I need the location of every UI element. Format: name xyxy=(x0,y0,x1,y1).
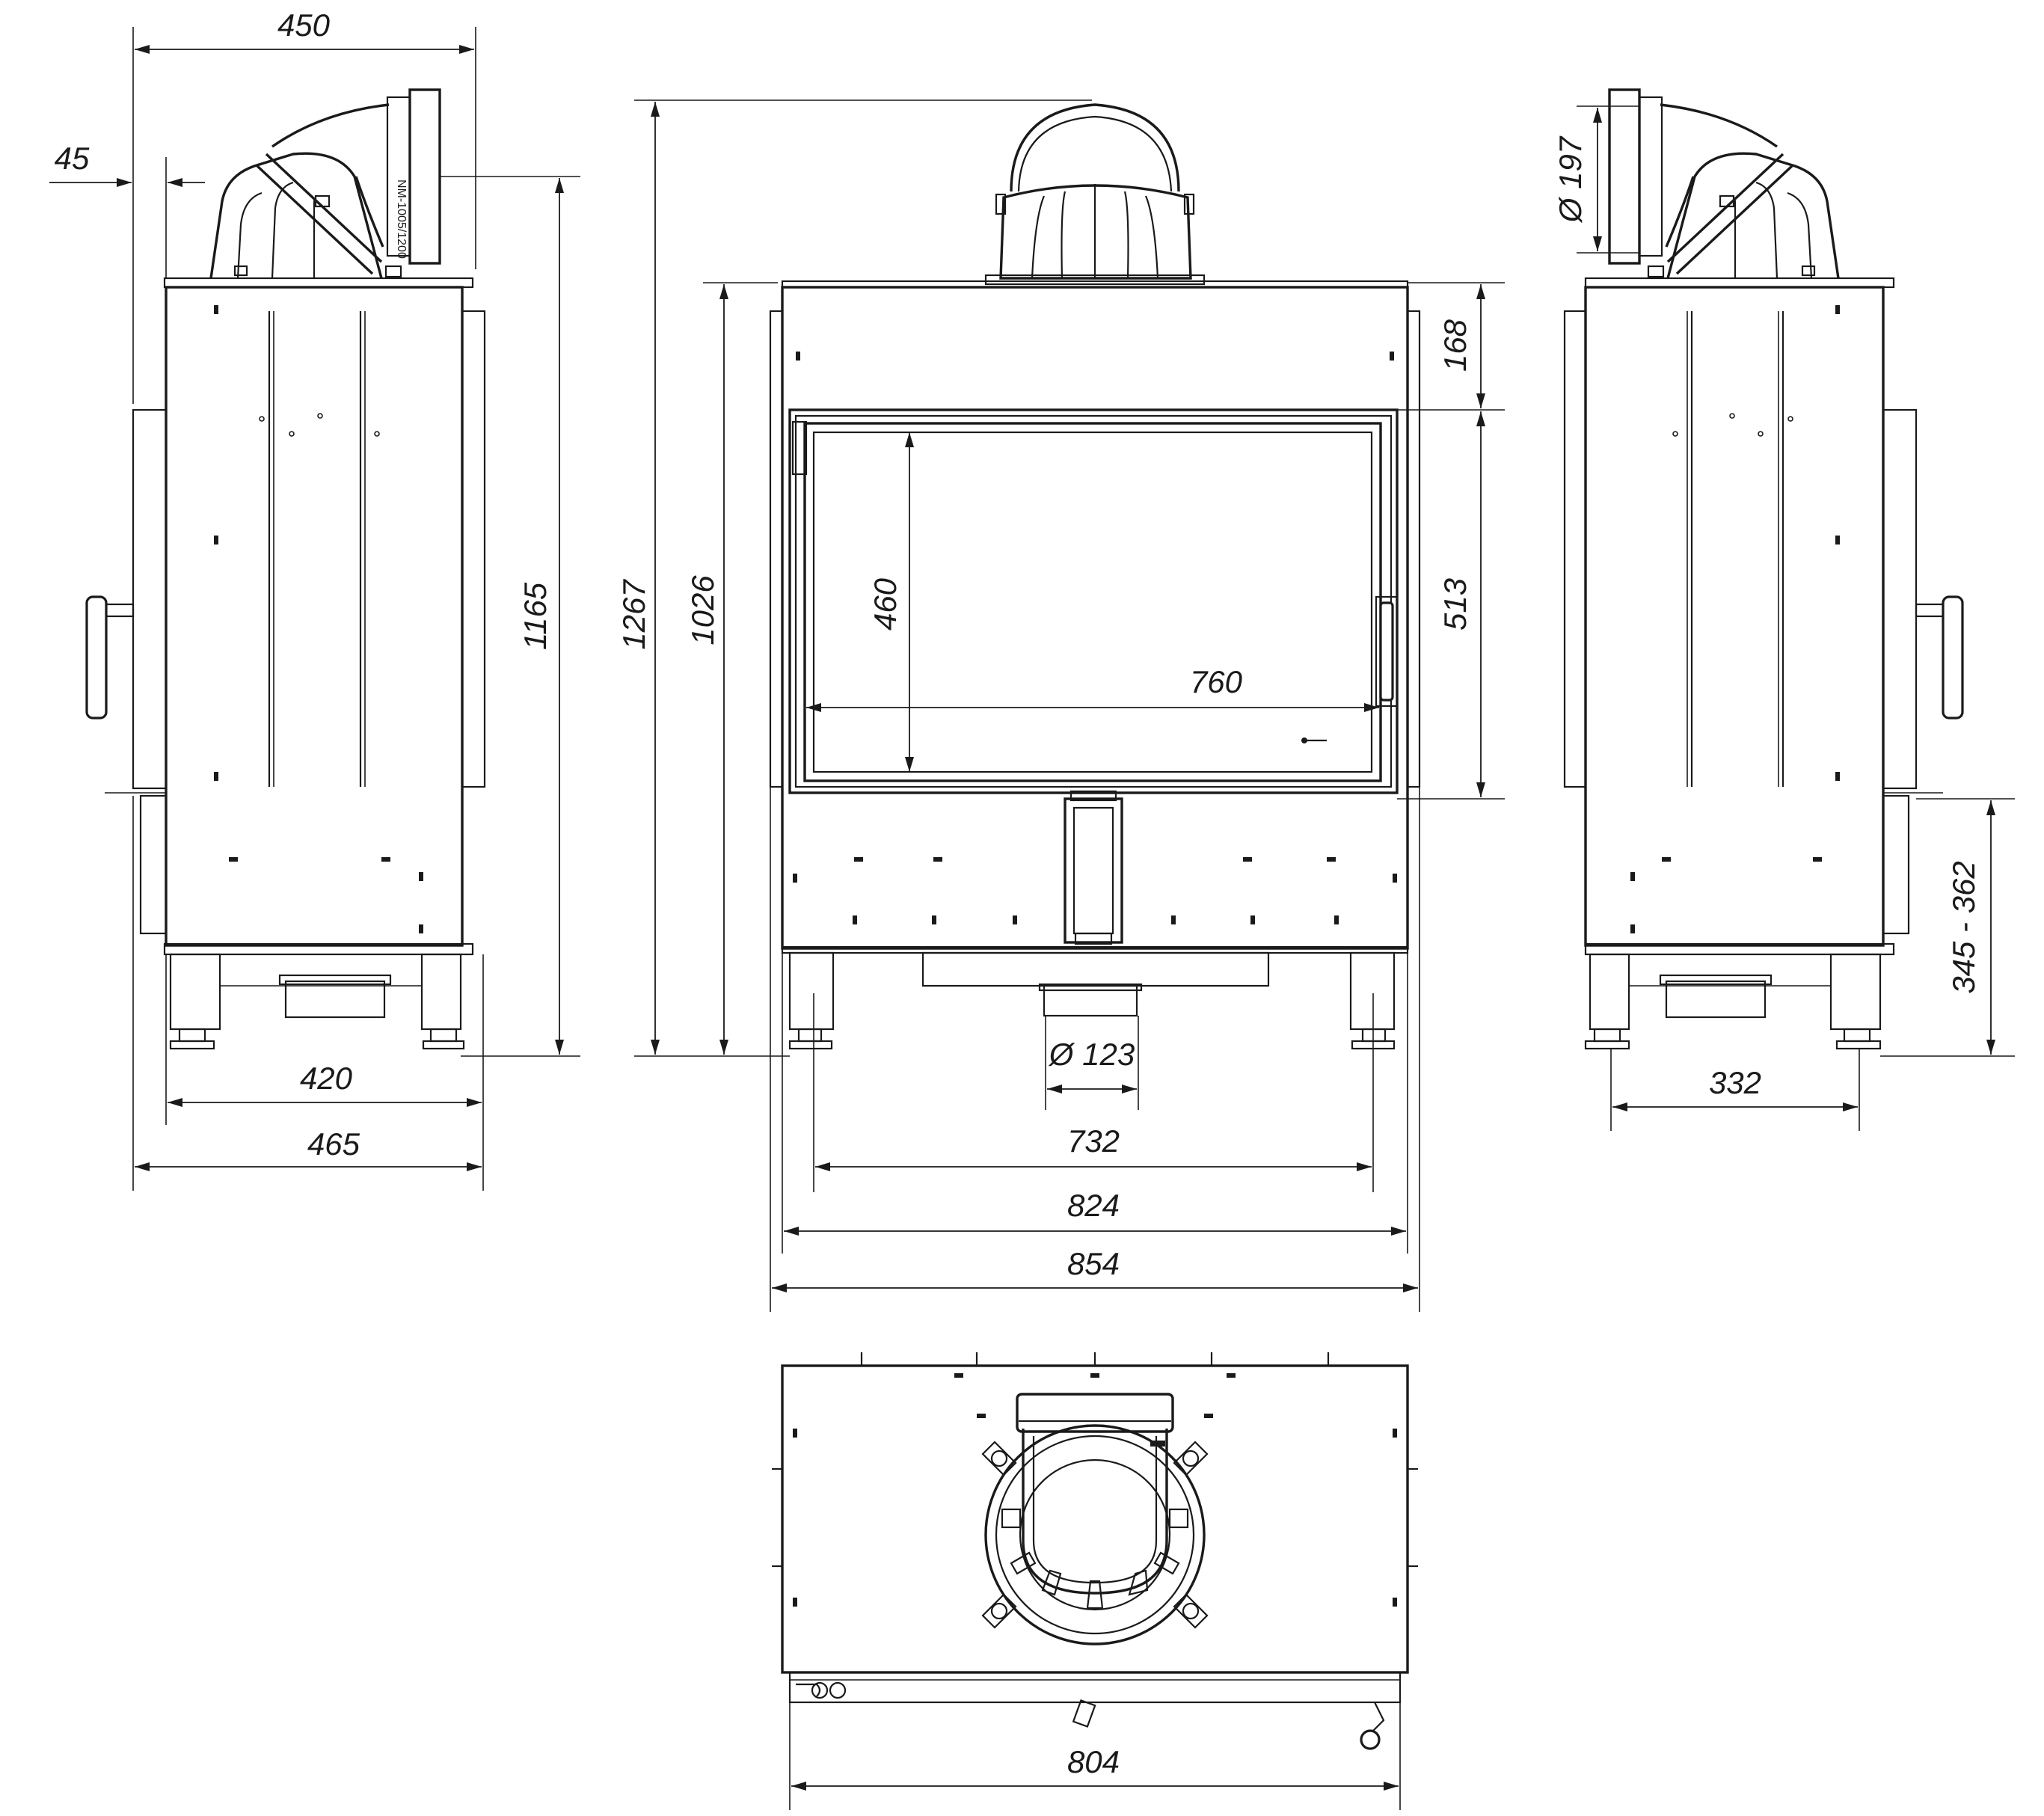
front-view xyxy=(769,103,1421,1050)
dim-824: 824 xyxy=(1067,1188,1120,1223)
dimension-labels: 450 45 1165 420 465 1267 1026 168 513 46… xyxy=(55,7,1981,1779)
dim-45: 45 xyxy=(55,141,90,176)
svg-text:NM-1005/1200: NM-1005/1200 xyxy=(395,180,408,259)
dimension-lines xyxy=(49,27,2015,1810)
dim-420: 420 xyxy=(300,1061,353,1096)
dim-diameter-123: Ø 123 xyxy=(1048,1037,1135,1072)
dim-168: 168 xyxy=(1437,319,1473,372)
dim-1026: 1026 xyxy=(685,575,720,645)
dim-332: 332 xyxy=(1709,1065,1761,1100)
dim-854: 854 xyxy=(1067,1246,1120,1281)
left-side-view: NM-1005/1200 xyxy=(85,88,486,1050)
dim-513: 513 xyxy=(1437,578,1473,631)
right-side-view xyxy=(1563,88,1964,1050)
dim-450: 450 xyxy=(277,7,331,43)
dim-diameter-197: Ø 197 xyxy=(1553,135,1588,224)
dim-460: 460 xyxy=(868,577,903,631)
dim-760: 760 xyxy=(1190,664,1243,699)
dim-345-362: 345 - 362 xyxy=(1946,861,1981,993)
dim-465: 465 xyxy=(307,1126,360,1162)
dim-732: 732 xyxy=(1067,1123,1120,1159)
top-view xyxy=(772,1352,1418,1750)
dim-1165: 1165 xyxy=(518,582,553,650)
dim-1267: 1267 xyxy=(616,579,651,650)
dim-804: 804 xyxy=(1067,1744,1120,1779)
